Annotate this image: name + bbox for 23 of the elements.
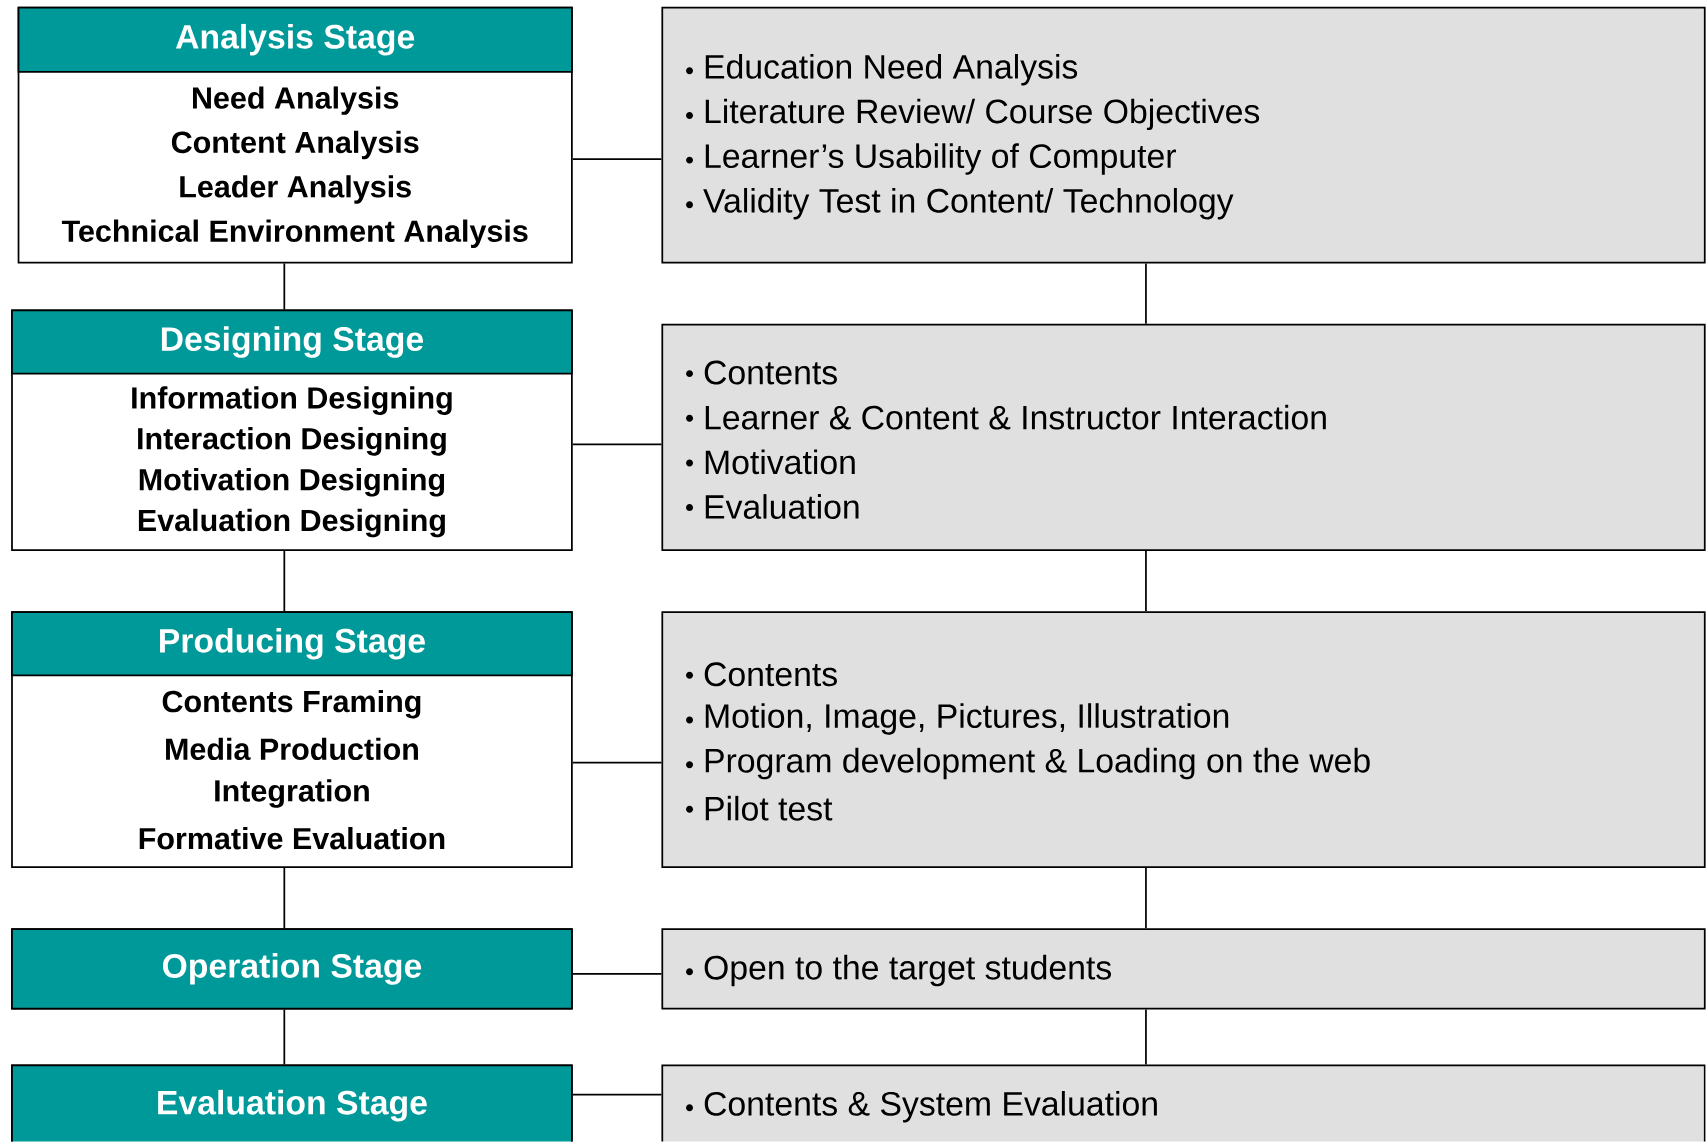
connector-line (571, 761, 663, 764)
bullet-list-box: Contents Motion, Image, Pictures, Illustration Program development & Loading on the web Pilot test (661, 611, 1706, 869)
connector-line (283, 262, 286, 311)
connector-line (1145, 1008, 1147, 1066)
stage-box: Producing Stage Contents Framing Media Production Integration Formative Evaluation (11, 611, 573, 869)
connector-line (1145, 867, 1147, 930)
connector-line (571, 973, 663, 975)
stage-box: Designing Stage Information Designing Interaction Designing Motivation Designing Evaluation Designing (11, 309, 573, 552)
connector-line (571, 158, 663, 161)
connector-line (571, 1094, 663, 1096)
bullet-list-box: Open to the target students (661, 928, 1706, 1010)
connector-line (283, 867, 286, 930)
bullet-list-box: Contents Learner & Content & Instructor Interaction Motivation Evaluation (661, 323, 1706, 552)
connector-line (1145, 262, 1147, 325)
connector-line (1145, 550, 1147, 613)
stage-box: Evaluation Stage (11, 1064, 573, 1142)
bullet-list-box: Education Need Analysis Literature Review/ Course Objectives Learner’s Usability of Computer Validity Test in Content/ Technology (661, 6, 1706, 264)
stage-box: Operation Stage (11, 928, 573, 1010)
connector-line (283, 550, 286, 613)
stage-box: Analysis Stage Need Analysis Content Analysis Leader Analysis Technical Environment Analysis (17, 6, 573, 264)
bullet-list-box: Contents & System Evaluation (661, 1064, 1706, 1142)
connector-line (283, 1008, 286, 1066)
connector-line (571, 443, 663, 446)
